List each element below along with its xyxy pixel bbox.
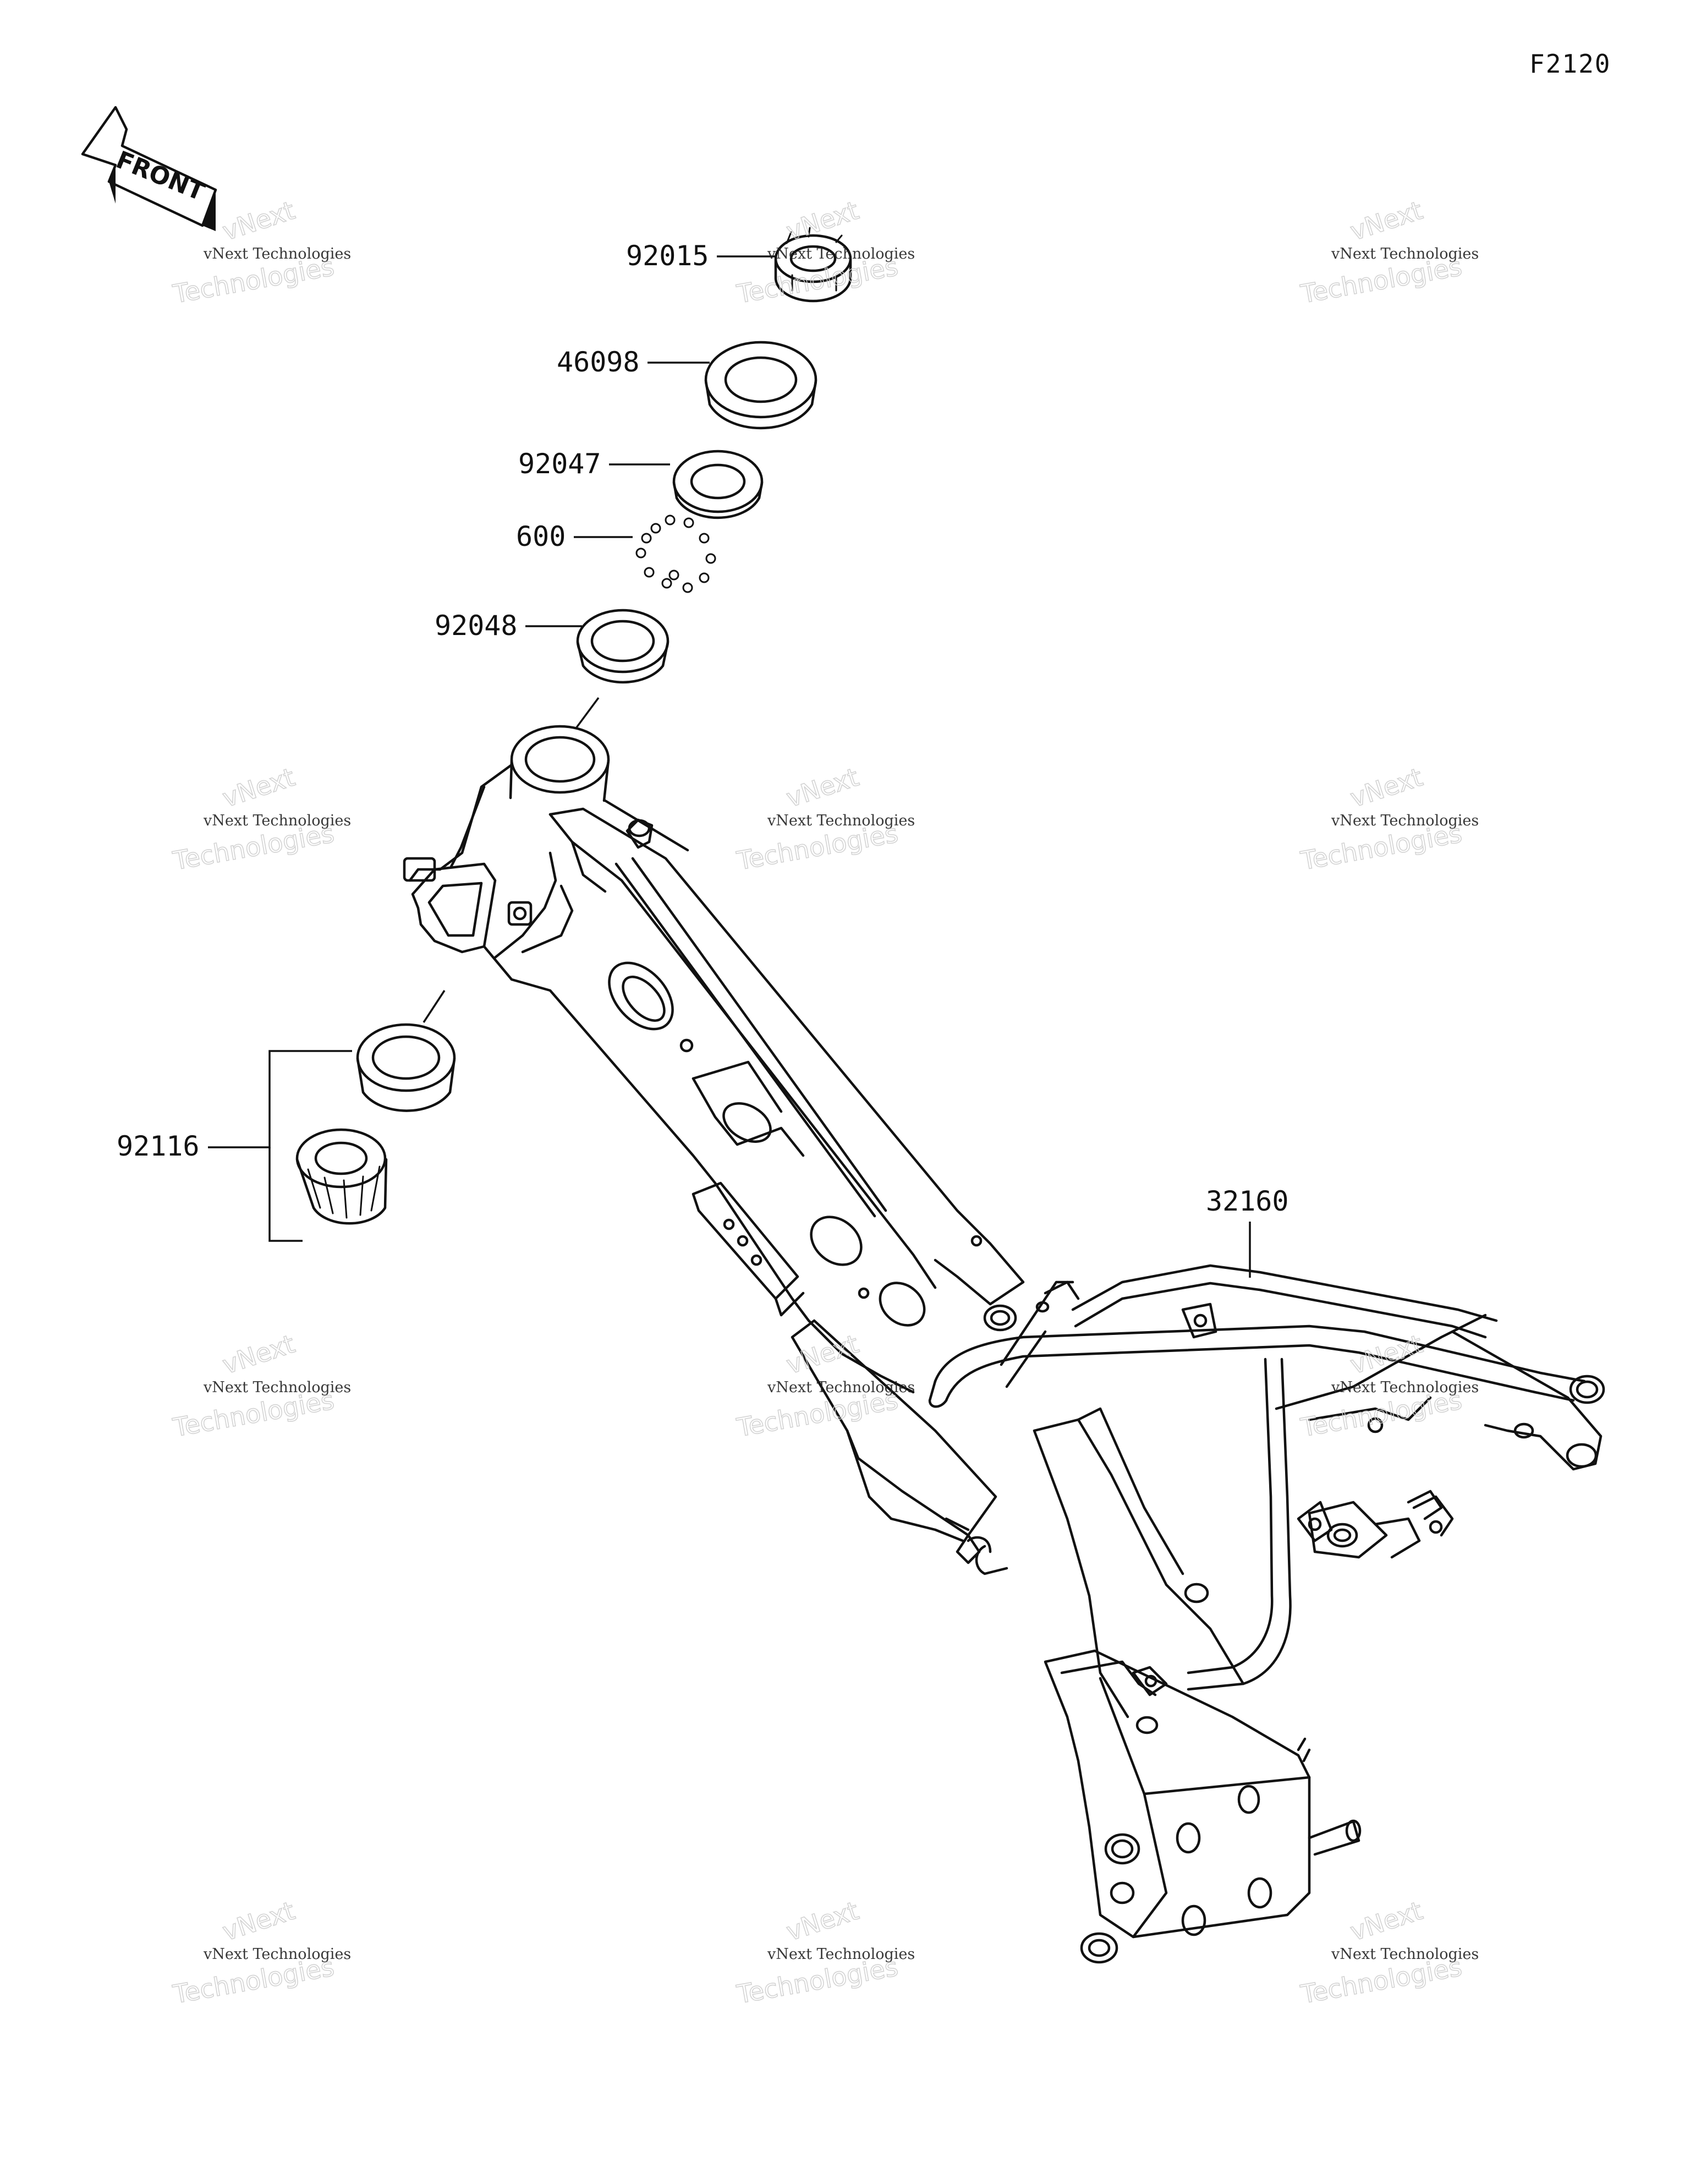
callout-92015[interactable]: 92015 [626, 240, 776, 272]
callout-label: 32160 [1206, 1185, 1289, 1217]
watermark-big-top: vNext [219, 195, 299, 247]
watermark: vNext vNext Technologies Technologies [734, 195, 915, 310]
watermark-grid: vNext vNext Technologies Technologies vN… [170, 195, 1479, 2010]
watermark-big-top: vNext [783, 1896, 863, 1947]
watermark: vNext vNext Technologies Technologies [170, 762, 351, 877]
assembly-line [422, 990, 446, 1023]
callout-label: 92048 [435, 610, 518, 642]
watermark-small: vNext Technologies [203, 1379, 351, 1396]
watermark: vNext vNext Technologies Technologies [170, 1895, 351, 2010]
watermark-big-top: vNext [1347, 1896, 1426, 1947]
watermark-big-top: vNext [219, 1896, 299, 1947]
watermark-small: vNext Technologies [203, 1946, 351, 1963]
steel-balls-part[interactable] [635, 514, 716, 593]
callout-label: 92047 [518, 448, 601, 480]
watermark: vNext vNext Technologies Technologies [734, 762, 915, 877]
callout-92047[interactable]: 92047 [518, 448, 670, 480]
watermark-small: vNext Technologies [1331, 1946, 1479, 1963]
watermark-small: vNext Technologies [767, 1379, 915, 1396]
callout-label: 46098 [557, 346, 640, 378]
watermark-small: vNext Technologies [767, 812, 915, 829]
steering-cap-part[interactable] [704, 341, 817, 430]
watermark-big-top: vNext [783, 762, 863, 813]
watermark-small: vNext Technologies [767, 1946, 915, 1963]
watermark-small: vNext Technologies [767, 245, 915, 262]
watermark-small: vNext Technologies [1331, 1379, 1479, 1396]
watermark-big-top: vNext [1347, 762, 1426, 813]
watermark-big-top: vNext [219, 762, 299, 813]
watermark: vNext vNext Technologies Technologies [1298, 195, 1479, 310]
front-direction-arrow-icon: FRONT [81, 106, 217, 231]
watermark: vNext vNext Technologies Technologies [1298, 1328, 1479, 1443]
lower-race-part[interactable] [576, 609, 670, 684]
watermark: vNext vNext Technologies Technologies [734, 1895, 915, 2010]
callout-92116[interactable]: 92116 [117, 1050, 352, 1242]
watermark-big-top: vNext [219, 1329, 299, 1380]
watermark: vNext vNext Technologies Technologies [170, 1328, 351, 1443]
watermark-small: vNext Technologies [203, 245, 351, 262]
callout-label: 600 [516, 521, 566, 552]
frame-part[interactable] [403, 725, 1605, 1964]
callout-92048[interactable]: 92048 [435, 610, 582, 642]
callout-32160[interactable]: 32160 [1206, 1185, 1289, 1278]
figure-id: F2120 [1529, 49, 1611, 79]
callout-label: 92116 [117, 1130, 200, 1162]
watermark-big-top: vNext [1347, 195, 1426, 247]
watermark-small: vNext Technologies [1331, 245, 1479, 262]
callout-600[interactable]: 600 [516, 521, 633, 552]
upper-race-part[interactable] [672, 450, 764, 519]
watermark: vNext vNext Technologies Technologies [734, 1328, 915, 1443]
watermark: vNext vNext Technologies Technologies [1298, 762, 1479, 877]
watermark-small: vNext Technologies [1331, 812, 1479, 829]
lower-bearing-part[interactable] [295, 1023, 456, 1225]
watermark-small: vNext Technologies [203, 812, 351, 829]
steering-stem-nut-part[interactable] [774, 227, 852, 303]
callout-46098[interactable]: 46098 [557, 346, 710, 378]
assembly-line [575, 697, 600, 729]
watermark-big-top: vNext [783, 195, 863, 247]
watermark: vNext vNext Technologies Technologies [1298, 1895, 1479, 2010]
callout-label: 92015 [626, 240, 709, 272]
